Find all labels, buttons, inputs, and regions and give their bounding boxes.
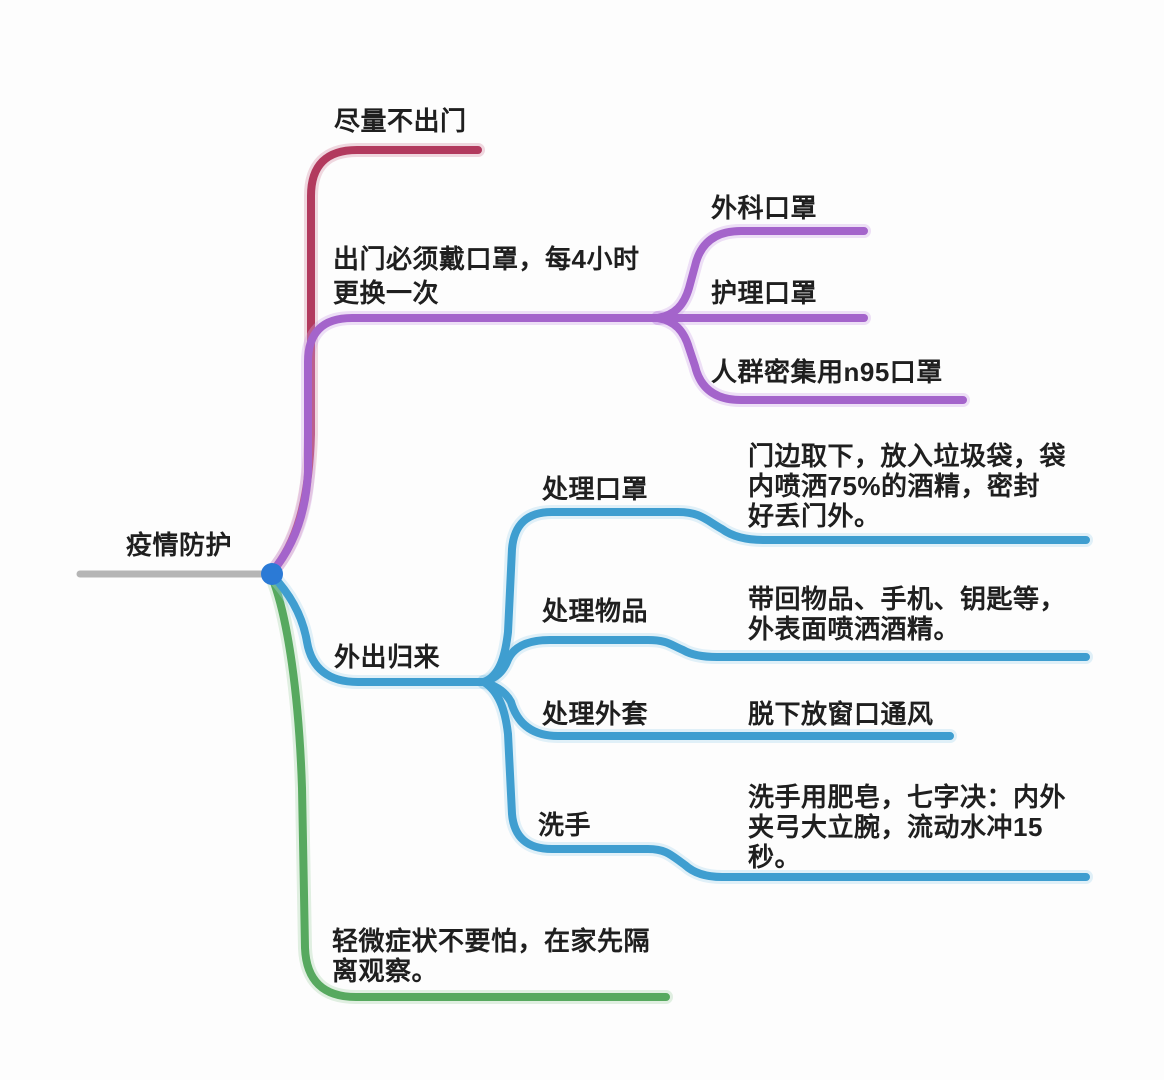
root-node-label: 疫情防护	[126, 530, 233, 560]
child-wash-hands-label: 洗手	[538, 810, 592, 840]
branch-wear-mask-line-halo	[272, 318, 658, 572]
branch-back-home-label: 外出归来	[334, 642, 441, 672]
branch-wear-mask-line	[272, 318, 658, 572]
branch-stay-home-label: 尽量不出门	[334, 106, 467, 136]
root-node-dot	[261, 563, 283, 585]
child-handle-items-note: 带回物品、手机、钥匙等， 外表面喷洒酒精。	[748, 584, 1067, 644]
child-handle-mask-label: 处理口罩	[542, 474, 649, 504]
child-wash-hands-note: 洗手用肥皂，七字决：内外 夹弓大立腕，流动水冲15 秒。	[748, 782, 1067, 872]
child-handle-mask-note: 门边取下，放入垃圾袋，袋 内喷洒75%的酒精，密封 好丢门外。	[748, 441, 1067, 531]
child-handle-items-label: 处理物品	[542, 596, 649, 626]
child-handle-coat-label: 处理外套	[542, 699, 649, 729]
branch-mild-symptoms-label: 轻微症状不要怕，在家先隔 离观察。	[332, 926, 651, 986]
branch-wear-mask-label: 出门必须戴口罩，每4小时 更换一次	[333, 244, 640, 308]
child-care-mask-label: 护理口罩	[711, 278, 818, 308]
child-surgical-mask-label: 外科口罩	[711, 193, 818, 223]
child-n95-mask-label: 人群密集用n95口罩	[711, 357, 943, 387]
child-handle-coat-note: 脱下放窗口通风	[748, 699, 934, 729]
